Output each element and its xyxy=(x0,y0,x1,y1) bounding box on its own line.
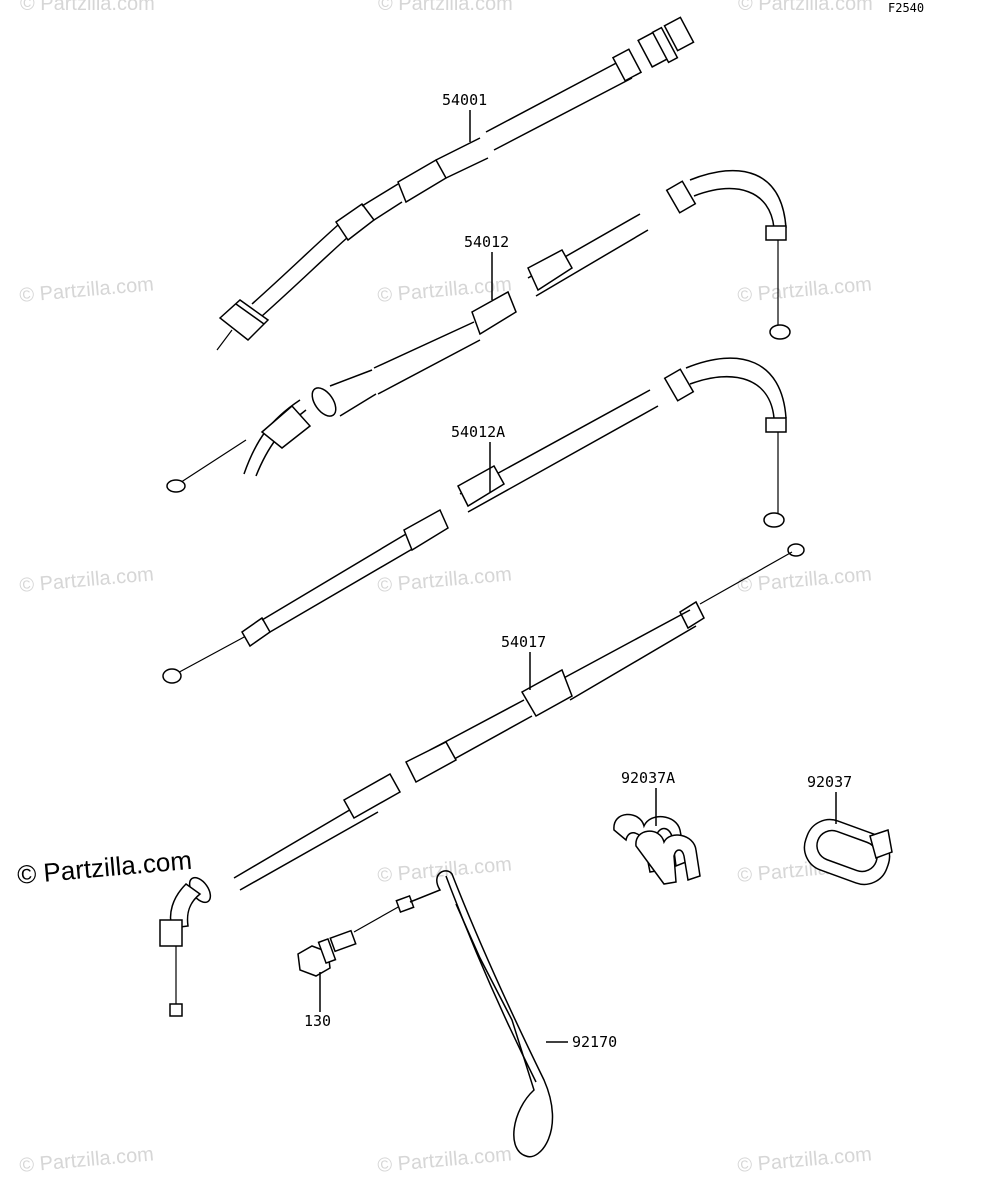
watermark: © Partzilla.com xyxy=(20,0,155,15)
watermark: © Partzilla.com xyxy=(19,273,155,307)
part-number-label: 54012A xyxy=(451,423,505,441)
watermark: © Partzilla.com xyxy=(738,0,873,15)
watermark: © Partzilla.com xyxy=(737,1143,873,1177)
main-watermark: © Partzilla.com xyxy=(16,845,193,890)
bolt-130 xyxy=(297,905,401,977)
cable-54012 xyxy=(166,169,791,493)
band-92037 xyxy=(803,818,893,886)
leader-lines xyxy=(319,110,837,1043)
diagram-code: F2540 xyxy=(888,1,924,15)
part-number-label: 54012 xyxy=(464,233,509,251)
watermark: © Partzilla.com xyxy=(19,563,155,597)
part-labels: 54001 54012 54012A 54017 92037A 92037 13… xyxy=(304,91,852,1051)
watermark: © Partzilla.com xyxy=(378,0,513,15)
watermark: © Partzilla.com xyxy=(377,853,513,887)
cable-54012A xyxy=(162,357,787,684)
part-number-label: 54017 xyxy=(501,633,546,651)
part-number-label: 92170 xyxy=(572,1033,617,1051)
watermark: © Partzilla.com xyxy=(377,563,513,597)
cable-54001 xyxy=(216,16,695,351)
watermark: © Partzilla.com xyxy=(737,273,873,307)
cable-54017 xyxy=(159,543,805,1017)
clamp-92037A xyxy=(613,813,701,885)
watermark: © Partzilla.com xyxy=(737,563,873,597)
watermark: © Partzilla.com xyxy=(377,1143,513,1177)
part-number-label: 92037 xyxy=(807,773,852,791)
spring-92170 xyxy=(395,870,554,1158)
part-number-label: 92037A xyxy=(621,769,675,787)
part-number-label: 130 xyxy=(304,1012,331,1030)
part-number-label: 54001 xyxy=(442,91,487,109)
watermark: © Partzilla.com xyxy=(19,1143,155,1177)
